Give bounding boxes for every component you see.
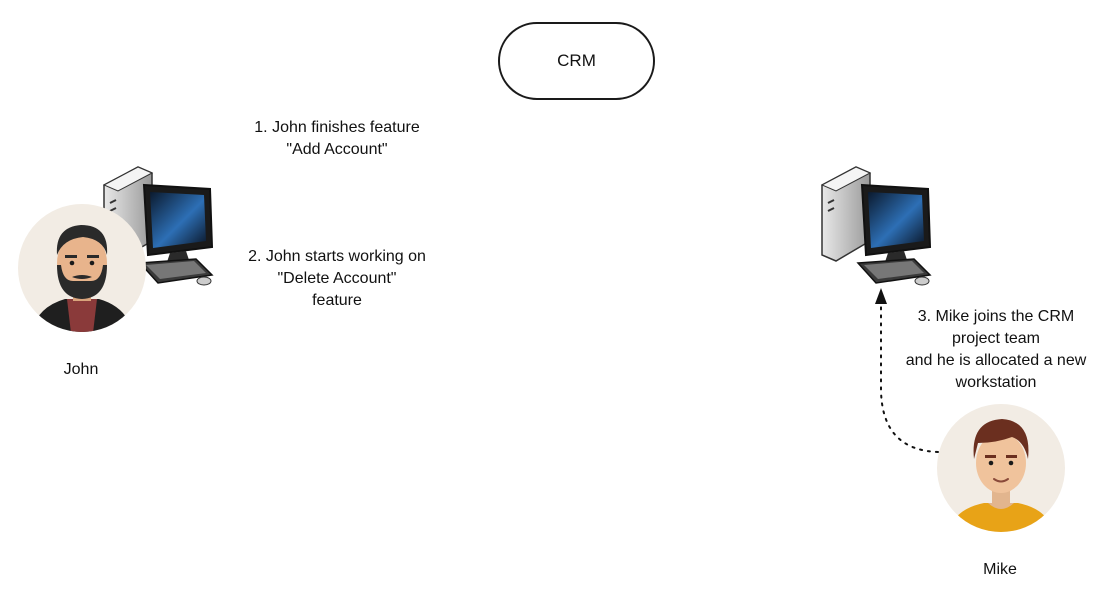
desktop-computer-icon [102,166,214,286]
step-1-note: 1. John finishes feature "Add Account" [254,119,420,158]
crm-node-label: CRM [557,51,596,70]
step-2-note: 2. John starts working on "Delete Accoun… [248,248,426,309]
bearded-man-avatar-icon [18,204,146,332]
step-3-note: 3. Mike joins the CRM project team and h… [905,308,1087,391]
crm-node: CRM [498,22,655,100]
arrow-head-icon [875,288,887,304]
john-name-label: John [63,361,99,378]
mike-name-label: Mike [983,561,1017,578]
young-man-avatar-icon [937,404,1065,532]
desktop-computer-icon [820,166,932,286]
